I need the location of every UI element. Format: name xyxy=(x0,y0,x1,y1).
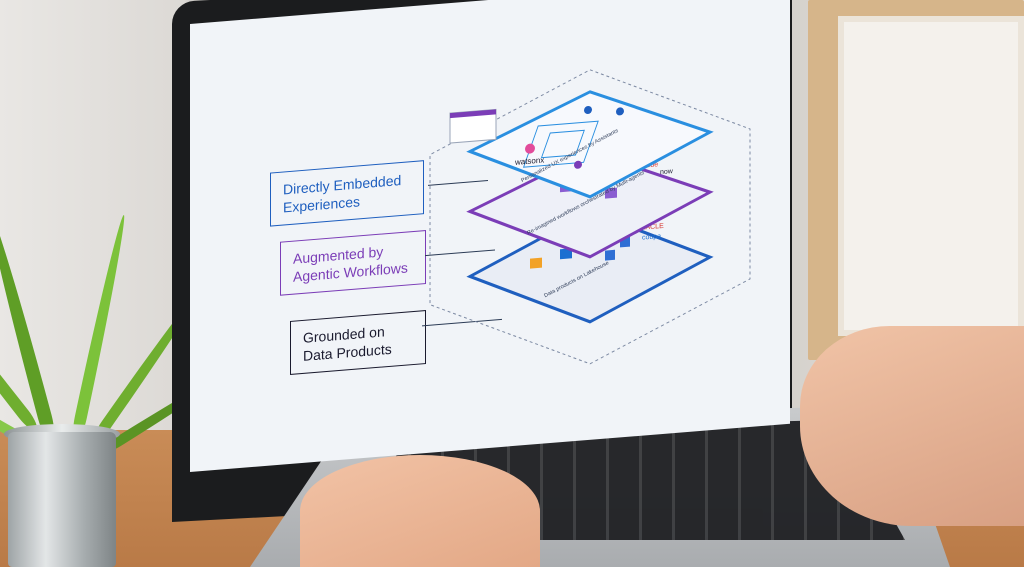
plant-pot xyxy=(8,432,116,567)
label-grounded-on-data-products: Grounded on Data Products xyxy=(290,310,426,375)
oracle-logo: ORACLE xyxy=(635,223,664,232)
tier-embedded-experiences-icons xyxy=(525,105,624,169)
left-hand xyxy=(300,455,540,567)
right-hand xyxy=(800,326,1024,526)
watsonx-logo: watsonx xyxy=(514,156,544,167)
label-augmented-by-agentic-workflows: Augmented by Agentic Workflows xyxy=(280,230,426,296)
coupa-logo: coupa xyxy=(642,233,661,242)
picture-frame-inner xyxy=(838,16,1024,336)
outer-hex-outline xyxy=(429,69,751,365)
layered-architecture-diagram: ORACLE coupa Data products on Lakehouse … xyxy=(429,69,751,365)
now-logo: now xyxy=(660,168,674,176)
label-directly-embedded-experiences: Directly Embedded Experiences xyxy=(270,160,424,227)
laptop-screen: Directly Embedded Experiences Augmented … xyxy=(190,0,790,472)
concentric-square-2 xyxy=(540,129,585,159)
